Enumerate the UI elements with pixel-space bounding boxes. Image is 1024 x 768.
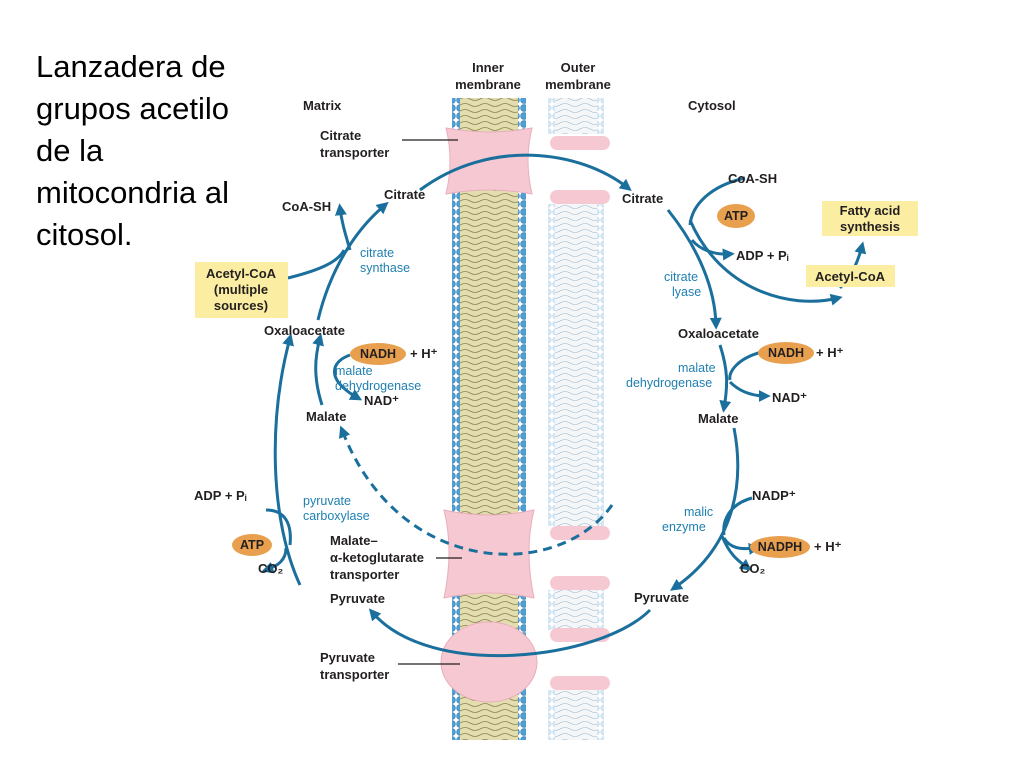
matrix-adp-pi: ADP + Pᵢ bbox=[194, 488, 247, 503]
matrix-citrate: Citrate bbox=[384, 187, 425, 202]
fatty-acid-1: Fatty acid bbox=[840, 203, 901, 218]
matrix-acetyl-coa-3: sources) bbox=[214, 298, 268, 313]
matrix-label: Matrix bbox=[303, 98, 342, 113]
outer-membrane bbox=[548, 98, 610, 740]
matrix-nadh: NADH bbox=[360, 347, 396, 361]
citrate-transporter-label-2: transporter bbox=[320, 145, 389, 160]
cytosol-citrate: Citrate bbox=[622, 191, 663, 206]
matrix-atp: ATP bbox=[240, 538, 264, 552]
outer-membrane-label-1: Outer bbox=[561, 60, 596, 75]
cytosol-nad-plus: NAD⁺ bbox=[772, 390, 807, 405]
matrix-acetyl-coa-1: Acetyl-CoA bbox=[206, 266, 277, 281]
matrix-coa-sh: CoA-SH bbox=[282, 199, 331, 214]
fatty-acid-box bbox=[822, 201, 918, 236]
citrate-lyase-1: citrate bbox=[664, 270, 698, 284]
cytosol-nadh-pill bbox=[758, 342, 814, 364]
matrix-nadh-pill bbox=[350, 343, 406, 365]
cytosol-nadh: NADH bbox=[768, 346, 804, 360]
cytosol-acetyl-coa-box bbox=[806, 265, 895, 287]
cytosol-nadph-pill bbox=[750, 536, 810, 558]
cytosol-adp-pi: ADP + Pᵢ bbox=[736, 248, 789, 263]
cytosol-h-plus: + H⁺ bbox=[816, 345, 844, 360]
matrix-malate-dh-1: malate bbox=[335, 364, 373, 378]
malic-enzyme-2: enzyme bbox=[662, 520, 706, 534]
matrix-side: Citrate CoA-SH citrate synthase Acetyl-C… bbox=[194, 187, 438, 606]
malic-enzyme-1: malic bbox=[684, 505, 713, 519]
matrix-malate: Malate bbox=[306, 409, 346, 424]
cytosol-label: Cytosol bbox=[688, 98, 736, 113]
cytosol-oxaloacetate: Oxaloacetate bbox=[678, 326, 759, 341]
cytosol-co2: CO₂ bbox=[740, 561, 766, 576]
matrix-h-plus: + H⁺ bbox=[410, 346, 438, 361]
pyruvate-carboxylase-2: carboxylase bbox=[303, 509, 370, 523]
matrix-atp-pill bbox=[232, 534, 272, 556]
malate-akg-label-2: α-ketoglutarate bbox=[330, 550, 424, 565]
citrate-synthase-2: synthase bbox=[360, 261, 410, 275]
pyruvate-carboxylase-1: pyruvate bbox=[303, 494, 351, 508]
cytosol-atp: ATP bbox=[724, 209, 748, 223]
malate-akg-label-3: transporter bbox=[330, 567, 399, 582]
region-labels: Matrix Cytosol Inner membrane Outer memb… bbox=[303, 60, 736, 113]
cytosol-malate-dh-2: dehydrogenase bbox=[626, 376, 712, 390]
fatty-acid-2: synthesis bbox=[840, 219, 900, 234]
slide-title: Lanzadera de grupos acetilo de la mitoco… bbox=[36, 49, 230, 252]
cytosol-pyruvate: Pyruvate bbox=[634, 590, 689, 605]
cytosol-malate: Malate bbox=[698, 411, 738, 426]
pathway-arrows bbox=[261, 153, 867, 658]
inner-membrane-label-1: Inner bbox=[472, 60, 504, 75]
matrix-pyruvate: Pyruvate bbox=[330, 591, 385, 606]
cytosol-side: Citrate CoA-SH ATP ADP + Pᵢ Fatty acid s… bbox=[622, 171, 918, 605]
citrate-transporter bbox=[445, 127, 533, 195]
cytosol-h-plus-2: + H⁺ bbox=[814, 539, 842, 554]
matrix-malate-dh-2: dehydrogenase bbox=[335, 379, 421, 393]
pyruvate-transporter bbox=[440, 621, 538, 703]
malate-akg-label-1: Malate– bbox=[330, 533, 378, 548]
cytosol-nadp-plus: NADP⁺ bbox=[752, 488, 796, 503]
matrix-co2: CO₂ bbox=[258, 561, 284, 576]
citrate-synthase-1: citrate bbox=[360, 246, 394, 260]
matrix-oxaloacetate: Oxaloacetate bbox=[264, 323, 345, 338]
matrix-acetyl-coa-2: (multiple bbox=[214, 282, 268, 297]
cytosol-atp-pill bbox=[717, 204, 755, 228]
outer-membrane-label-2: membrane bbox=[545, 77, 611, 92]
citrate-lyase-2: lyase bbox=[672, 285, 701, 299]
matrix-nad-plus: NAD⁺ bbox=[364, 393, 399, 408]
pyruvate-transporter-label-1: Pyruvate bbox=[320, 650, 375, 665]
inner-membrane-label-2: membrane bbox=[455, 77, 521, 92]
cytosol-nadph: NADPH bbox=[758, 540, 802, 554]
pyruvate-transporter-label-2: transporter bbox=[320, 667, 389, 682]
matrix-acetyl-coa-box bbox=[195, 262, 288, 318]
citrate-transporter-label-1: Citrate bbox=[320, 128, 361, 143]
cytosol-acetyl-coa: Acetyl-CoA bbox=[815, 269, 886, 284]
cytosol-coa-sh: CoA-SH bbox=[728, 171, 777, 186]
cytosol-malate-dh-1: malate bbox=[678, 361, 716, 375]
transporter-labels: Citrate transporter Malate– α-ketoglutar… bbox=[320, 128, 462, 682]
